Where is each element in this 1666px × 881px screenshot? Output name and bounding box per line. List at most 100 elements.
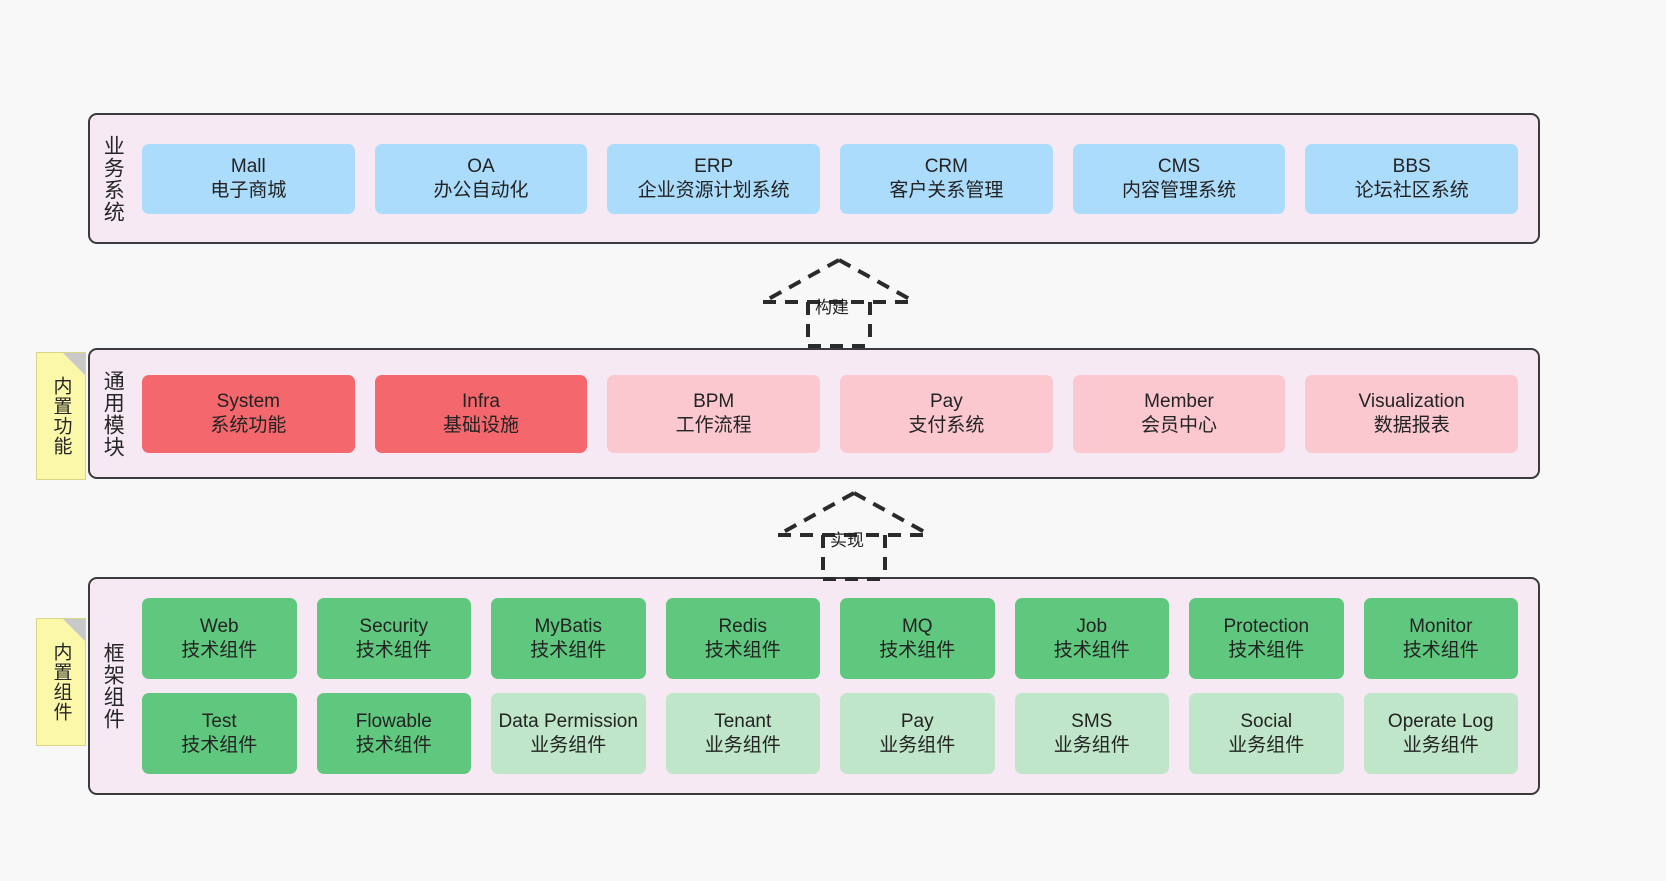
box-data-permission[interactable]: Data Permission 业务组件 bbox=[491, 693, 646, 774]
box-mall-cn: 电子商城 bbox=[210, 179, 287, 201]
layer-title-modules: 通用模块 bbox=[101, 369, 125, 458]
box-monitor-en: Monitor bbox=[1409, 616, 1473, 638]
layer-framework-row-business: Test 技术组件 Flowable 技术组件 Data Permission … bbox=[142, 693, 1518, 774]
box-protection-en: Protection bbox=[1223, 616, 1310, 638]
box-operate-log[interactable]: Operate Log 业务组件 bbox=[1363, 693, 1518, 774]
box-pay-component[interactable]: Pay 业务组件 bbox=[840, 693, 995, 774]
box-mq-en: MQ bbox=[901, 616, 933, 638]
layer-business-row: Mall 电子商城 OA 办公自动化 ERP 企业资源计划系统 CRM 客户关系… bbox=[142, 143, 1519, 214]
box-visualization[interactable]: Visualization 数据报表 bbox=[1305, 374, 1519, 453]
connector-build-arrow bbox=[762, 258, 916, 348]
box-security[interactable]: Security 技术组件 bbox=[316, 598, 471, 679]
box-infra[interactable]: Infra 基础设施 bbox=[374, 374, 588, 453]
box-social-en: Social bbox=[1240, 711, 1293, 733]
box-sms[interactable]: SMS 业务组件 bbox=[1014, 693, 1169, 774]
box-erp[interactable]: ERP 企业资源计划系统 bbox=[607, 143, 821, 214]
connector-implement: 实现 bbox=[759, 485, 949, 581]
box-data-permission-en: Data Permission bbox=[498, 711, 638, 733]
note-builtin-components[interactable]: 内置组件 bbox=[36, 618, 86, 746]
box-tenant[interactable]: Tenant 业务组件 bbox=[665, 693, 820, 774]
layer-title-business: 业务系统 bbox=[101, 134, 125, 223]
layer-title-framework: 框架组件 bbox=[101, 642, 125, 730]
box-bpm[interactable]: BPM 工作流程 bbox=[607, 374, 821, 453]
box-mq-cn: 技术组件 bbox=[879, 639, 956, 661]
box-pay-component-en: Pay bbox=[900, 711, 934, 733]
note-builtin-functions-label: 内置功能 bbox=[50, 376, 72, 456]
box-member-en: Member bbox=[1144, 391, 1214, 413]
layer-common-modules: 通用模块 System 系统功能 Infra 基础设施 BPM 工作流程 Pay… bbox=[88, 348, 1540, 479]
box-mybatis[interactable]: MyBatis 技术组件 bbox=[491, 598, 646, 679]
box-web-en: Web bbox=[199, 616, 239, 638]
box-job-cn: 技术组件 bbox=[1053, 639, 1130, 661]
box-bbs-cn: 论坛社区系统 bbox=[1354, 179, 1469, 201]
box-security-cn: 技术组件 bbox=[355, 639, 432, 661]
box-cms-cn: 内容管理系统 bbox=[1122, 179, 1237, 201]
layer-body-business: Mall 电子商城 OA 办公自动化 ERP 企业资源计划系统 CRM 客户关系… bbox=[134, 115, 1538, 242]
box-monitor[interactable]: Monitor 技术组件 bbox=[1363, 598, 1518, 679]
box-crm[interactable]: CRM 客户关系管理 bbox=[840, 143, 1053, 214]
box-visualization-en: Visualization bbox=[1358, 391, 1465, 413]
box-member[interactable]: Member 会员中心 bbox=[1072, 374, 1286, 453]
box-cms[interactable]: CMS 内容管理系统 bbox=[1072, 143, 1286, 214]
box-mall[interactable]: Mall 电子商城 bbox=[142, 143, 355, 214]
box-pay-module[interactable]: Pay 支付系统 bbox=[840, 374, 1053, 453]
box-social[interactable]: Social 业务组件 bbox=[1189, 693, 1344, 774]
connector-build-label: 构建 bbox=[815, 298, 849, 317]
box-operate-log-cn: 业务组件 bbox=[1402, 734, 1479, 756]
box-test-cn: 技术组件 bbox=[181, 734, 258, 756]
box-mybatis-en: MyBatis bbox=[534, 616, 603, 638]
box-data-permission-cn: 业务组件 bbox=[530, 734, 607, 756]
box-sms-en: SMS bbox=[1071, 711, 1113, 733]
box-bbs-en: BBS bbox=[1392, 156, 1431, 178]
box-flowable-en: Flowable bbox=[355, 711, 432, 733]
box-bpm-en: BPM bbox=[693, 391, 735, 413]
box-social-cn: 业务组件 bbox=[1228, 734, 1305, 756]
box-visualization-cn: 数据报表 bbox=[1373, 414, 1450, 436]
box-oa[interactable]: OA 办公自动化 bbox=[374, 143, 588, 214]
box-system[interactable]: System 系统功能 bbox=[142, 374, 355, 453]
layer-modules-row: System 系统功能 Infra 基础设施 BPM 工作流程 Pay 支付系统… bbox=[142, 374, 1519, 453]
box-pay-module-en: Pay bbox=[929, 391, 963, 413]
box-monitor-cn: 技术组件 bbox=[1402, 639, 1479, 661]
box-infra-en: Infra bbox=[461, 391, 501, 413]
connector-build: 构建 bbox=[744, 252, 934, 348]
box-tenant-en: Tenant bbox=[714, 711, 772, 733]
note-builtin-functions[interactable]: 内置功能 bbox=[36, 352, 86, 480]
box-redis-cn: 技术组件 bbox=[704, 639, 781, 661]
box-mybatis-cn: 技术组件 bbox=[530, 639, 607, 661]
connector-implement-label: 实现 bbox=[830, 531, 864, 550]
box-crm-cn: 客户关系管理 bbox=[889, 179, 1004, 201]
box-oa-cn: 办公自动化 bbox=[433, 179, 529, 201]
box-security-en: Security bbox=[359, 616, 429, 638]
box-operate-log-en: Operate Log bbox=[1387, 711, 1494, 733]
box-sms-cn: 业务组件 bbox=[1053, 734, 1130, 756]
box-bbs[interactable]: BBS 论坛社区系统 bbox=[1305, 143, 1519, 214]
box-pay-component-cn: 业务组件 bbox=[879, 734, 956, 756]
box-redis[interactable]: Redis 技术组件 bbox=[665, 598, 820, 679]
box-redis-en: Redis bbox=[718, 616, 768, 638]
connector-implement-arrow bbox=[777, 491, 931, 581]
box-oa-en: OA bbox=[467, 156, 495, 178]
box-erp-cn: 企业资源计划系统 bbox=[637, 179, 790, 201]
box-member-cn: 会员中心 bbox=[1141, 414, 1218, 436]
box-web[interactable]: Web 技术组件 bbox=[142, 598, 297, 679]
box-system-en: System bbox=[216, 391, 281, 413]
layer-framework-components: 框架组件 Web 技术组件 Security 技术组件 MyBatis 技术组件… bbox=[88, 577, 1540, 795]
box-tenant-cn: 业务组件 bbox=[704, 734, 781, 756]
box-test-en: Test bbox=[201, 711, 237, 733]
layer-body-framework: Web 技术组件 Security 技术组件 MyBatis 技术组件 Redi… bbox=[134, 579, 1538, 793]
box-test[interactable]: Test 技术组件 bbox=[142, 693, 297, 774]
box-protection[interactable]: Protection 技术组件 bbox=[1189, 598, 1344, 679]
box-mall-en: Mall bbox=[230, 156, 266, 178]
layer-body-modules: System 系统功能 Infra 基础设施 BPM 工作流程 Pay 支付系统… bbox=[134, 350, 1538, 477]
box-infra-cn: 基础设施 bbox=[443, 414, 520, 436]
box-pay-module-cn: 支付系统 bbox=[908, 414, 985, 436]
box-flowable-cn: 技术组件 bbox=[355, 734, 432, 756]
box-web-cn: 技术组件 bbox=[181, 639, 258, 661]
box-mq[interactable]: MQ 技术组件 bbox=[840, 598, 995, 679]
box-flowable[interactable]: Flowable 技术组件 bbox=[316, 693, 471, 774]
note-builtin-components-label: 内置组件 bbox=[50, 642, 72, 722]
box-protection-cn: 技术组件 bbox=[1228, 639, 1305, 661]
box-job[interactable]: Job 技术组件 bbox=[1014, 598, 1169, 679]
